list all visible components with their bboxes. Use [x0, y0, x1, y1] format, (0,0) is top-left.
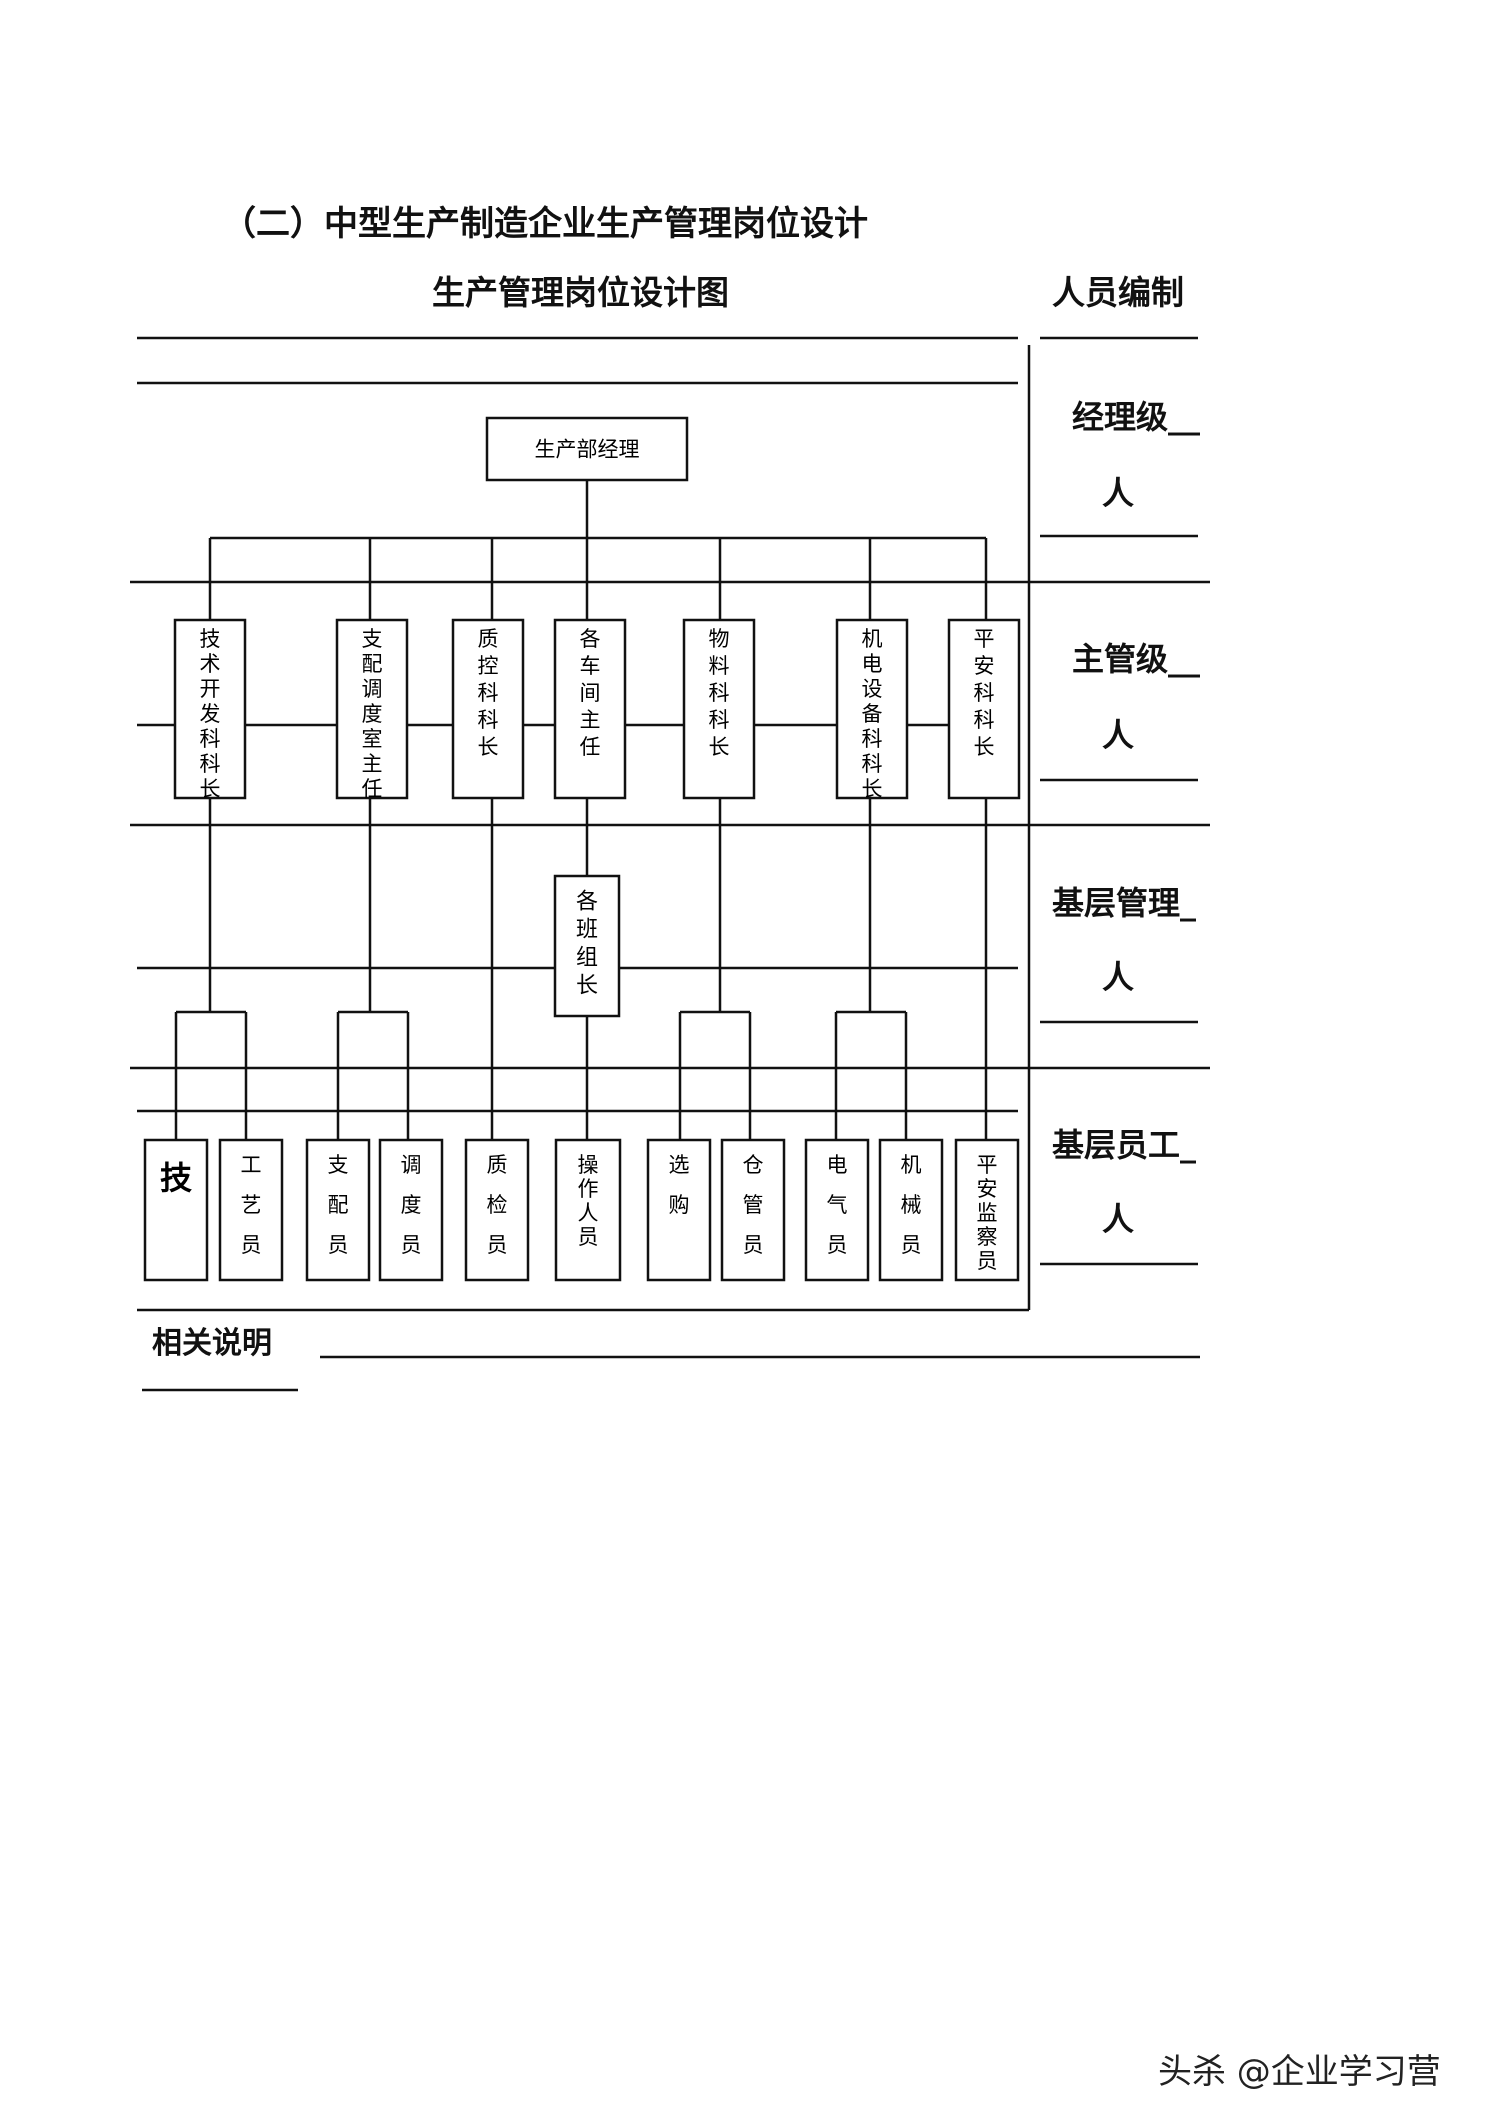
node-manager-0: 技术开发科科长: [173, 618, 247, 801]
node-team-lead-box: [553, 874, 621, 1018]
node-staff-4: 质检员: [464, 1138, 530, 1282]
node-staff-2: 支配员: [305, 1138, 371, 1282]
node-manager-4: 物料科科长: [682, 618, 756, 800]
node-staff-5: 操作人员: [554, 1138, 622, 1282]
node-manager-5-box: [835, 618, 909, 800]
node-manager-5: 机电设备科科长: [835, 618, 909, 801]
node-staff-3-box: [378, 1138, 444, 1282]
node-staff-9-label: 机械员: [901, 1153, 922, 1257]
node-manager-6-label: 平安科科长: [974, 627, 995, 759]
node-staff-0-box: [143, 1138, 209, 1282]
node-staff-6-label: 选购: [669, 1153, 690, 1217]
node-manager-6: 平安科科长: [947, 618, 1021, 800]
node-manager-2-label: 质控科科长: [478, 627, 499, 759]
node-staff-8: 电气员: [804, 1138, 870, 1282]
node-manager-4-label: 物料科科长: [709, 627, 730, 759]
node-staff-6-box: [646, 1138, 712, 1282]
level-unit-frontline-mgmt: 人: [1102, 958, 1135, 996]
node-staff-6: 选购: [646, 1138, 712, 1282]
level-unit-manager: 人: [1102, 474, 1135, 512]
node-manager-6-box: [947, 618, 1021, 800]
node-staff-10-box: [954, 1138, 1020, 1282]
node-team-lead-label: 各班组长: [576, 890, 598, 999]
node-staff-9: 机械员: [878, 1138, 944, 1282]
node-staff-7-box: [720, 1138, 786, 1282]
notes-label: 相关说明: [152, 1326, 272, 1361]
node-manager-3: 各车间主任: [553, 618, 627, 800]
node-staff-8-box: [804, 1138, 870, 1282]
level-label-supervisor: 主管级__: [1072, 640, 1201, 678]
node-staff-4-box: [464, 1138, 530, 1282]
node-staff-10-label: 平安监察员: [977, 1153, 998, 1273]
node-team-lead: 各班组长: [553, 874, 621, 1018]
node-staff-2-label: 支配员: [328, 1153, 349, 1257]
level-label-frontline-mgmt: 基层管理_: [1052, 884, 1197, 922]
node-staff-0-label: 技: [160, 1159, 192, 1197]
node-staff-9-box: [878, 1138, 944, 1282]
node-manager-3-label: 各车间主任: [580, 627, 601, 759]
node-staff-1-box: [218, 1138, 284, 1282]
node-staff-4-label: 质检员: [487, 1153, 508, 1257]
node-staff-2-box: [305, 1138, 371, 1282]
node-staff-3-label: 调度员: [401, 1153, 422, 1257]
node-manager-1: 支配调度室主任: [335, 618, 409, 801]
node-staff-7-label: 仓管员: [743, 1153, 764, 1257]
node-staff-10: 平安监察员: [954, 1138, 1020, 1282]
node-staff-5-box: [554, 1138, 622, 1282]
node-manager-1-box: [335, 618, 409, 800]
level-unit-frontline-staff: 人: [1102, 1200, 1135, 1238]
node-manager-0-box: [173, 618, 247, 800]
node-staff-1: 工艺员: [218, 1138, 284, 1282]
node-manager-4-box: [682, 618, 756, 800]
node-production-manager: 生产部经理: [485, 416, 689, 482]
node-staff-7: 仓管员: [720, 1138, 786, 1282]
node-manager-2: 质控科科长: [451, 618, 525, 800]
node-manager-3-box: [553, 618, 627, 800]
node-staff-0: 技: [143, 1138, 209, 1282]
chart-title: 生产管理岗位设计图: [432, 273, 729, 312]
node-production-manager-box: [485, 416, 689, 482]
node-staff-1-label: 工艺员: [241, 1153, 262, 1257]
staff-title: 人员编制: [1052, 273, 1184, 312]
level-label-frontline-staff: 基层员工_: [1052, 1126, 1197, 1164]
node-manager-2-box: [451, 618, 525, 800]
node-manager-0-label: 技术开发科科长: [200, 627, 221, 801]
node-production-manager-label: 生产部经理: [535, 438, 640, 462]
node-staff-5-label: 操作人员: [578, 1153, 599, 1249]
level-label-manager: 经理级__: [1072, 398, 1201, 436]
node-manager-1-label: 支配调度室主任: [362, 627, 383, 801]
level-unit-supervisor: 人: [1102, 716, 1135, 754]
node-staff-3: 调度员: [378, 1138, 444, 1282]
watermark: 头杀 @企业学习营: [1158, 2052, 1441, 2092]
node-staff-8-label: 电气员: [827, 1153, 848, 1257]
section-title: （二）中型生产制造企业生产管理岗位设计: [222, 204, 868, 244]
node-manager-5-label: 机电设备科科长: [862, 627, 883, 801]
